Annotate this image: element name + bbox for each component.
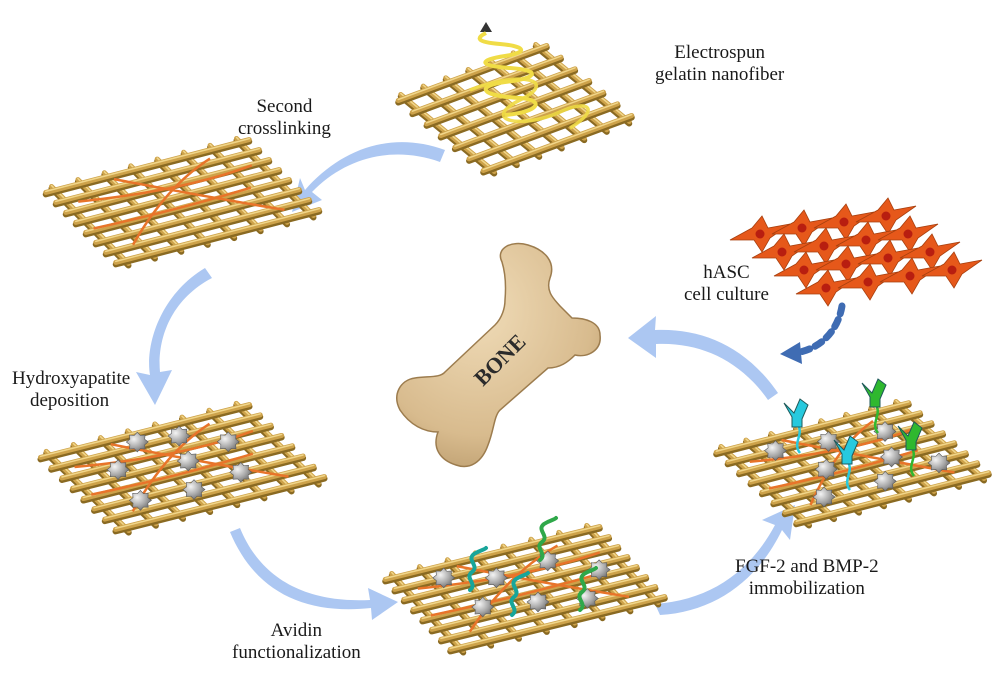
dotted-arrow-head <box>780 342 802 364</box>
hydroxyapatite-particle <box>880 446 903 468</box>
cell-nucleus <box>947 265 957 275</box>
cell-nucleus <box>755 229 765 239</box>
hydroxyapatite-particle <box>927 452 951 474</box>
arrow-to-bone <box>628 316 778 400</box>
hydroxyapatite-particle <box>167 425 191 447</box>
cell-nucleus <box>903 229 913 239</box>
cell-nucleus <box>819 241 829 251</box>
avidin-strand <box>537 516 558 562</box>
hydroxyapatite-particle <box>526 591 550 613</box>
hydroxyapatite-particle <box>182 479 206 500</box>
label-immobilization-line2: immobilization <box>748 578 865 599</box>
label-hydroxyapatite: Hydroxyapatite deposition <box>12 368 130 412</box>
nanofiber-jet <box>477 22 538 117</box>
dotted-arrow-cell-culture <box>796 302 846 356</box>
hydroxyapatite-particle <box>471 596 495 618</box>
arrow-to-avidin <box>230 528 398 620</box>
fgf2-molecule <box>833 435 859 465</box>
label-second-crosslinking: Second crosslinking <box>238 96 331 140</box>
fgf2-molecule <box>783 398 809 428</box>
cell-nucleus <box>841 259 851 269</box>
hydroxyapatite-particle <box>814 458 838 480</box>
label-electrospun-line2: gelatin nanofiber <box>655 64 785 85</box>
arrow-to-immobilization <box>655 505 795 615</box>
hydroxyapatite-particle <box>873 421 897 442</box>
label-immobilization-line1: FGF-2 and BMP-2 <box>735 556 879 577</box>
scaffold-avidin <box>382 516 668 656</box>
scaffold-crosslinked <box>42 136 323 269</box>
hydroxyapatite-particle <box>873 470 897 492</box>
cell-nucleus <box>883 253 893 263</box>
label-hydroxyapatite-line2: deposition <box>30 390 110 411</box>
hydroxyapatite-particle <box>484 567 508 589</box>
label-avidin-line2: functionalization <box>232 642 361 663</box>
cell-nucleus <box>839 217 849 227</box>
label-cell-culture: hASC cell culture <box>684 262 769 306</box>
cell-nucleus <box>777 247 787 257</box>
scaffold-growth-factors <box>713 378 992 529</box>
label-hydroxyapatite-line1: Hydroxyapatite <box>12 368 131 389</box>
arrow-to-second-crosslinking <box>292 142 445 212</box>
label-cell-culture-line1: hASC <box>703 262 750 283</box>
label-second-line2: crosslinking <box>238 118 331 139</box>
label-electrospun: Electrospun gelatin nanofiber <box>655 42 784 86</box>
hydroxyapatite-particle <box>812 486 836 508</box>
hydroxyapatite-particle <box>216 431 240 453</box>
cell-nucleus <box>905 271 915 281</box>
avidin-strand <box>509 571 530 617</box>
hydroxyapatite-particle <box>106 459 130 480</box>
avidin-strand <box>577 566 598 612</box>
cell-nucleus <box>881 211 891 221</box>
hasc-cell-sheet <box>729 197 983 307</box>
label-cell-culture-line2: cell culture <box>684 284 769 305</box>
cell-nucleus <box>797 223 807 233</box>
bmp2-molecule <box>861 378 887 408</box>
label-avidin-line1: Avidin <box>270 620 323 641</box>
hydroxyapatite-particle <box>176 450 200 472</box>
bmp2-molecule <box>897 421 923 451</box>
bone-icon: BONE <box>396 242 601 468</box>
cell-nucleus <box>925 247 935 257</box>
label-immobilization: FGF-2 and BMP-2 immobilization <box>735 556 879 600</box>
hydroxyapatite-particle <box>764 440 787 461</box>
hydroxyapatite-particle <box>229 461 253 483</box>
hydroxyapatite-particle <box>128 490 152 511</box>
cell-nucleus <box>799 265 809 275</box>
avidin-strand <box>467 546 488 592</box>
label-second-line1: Second <box>256 96 313 117</box>
label-electrospun-line1: Electrospun <box>674 42 766 63</box>
hydroxyapatite-particle <box>432 567 456 589</box>
hydroxyapatite-particle <box>125 431 149 453</box>
arrow-to-hydroxyapatite <box>136 268 212 405</box>
cell-nucleus <box>821 283 831 293</box>
cell-nucleus <box>863 277 873 287</box>
label-avidin: Avidin functionalization <box>232 620 361 664</box>
cell-nucleus <box>861 235 871 245</box>
scaffold-hydroxyapatite <box>37 400 328 536</box>
hydroxyapatite-particle <box>817 431 840 452</box>
